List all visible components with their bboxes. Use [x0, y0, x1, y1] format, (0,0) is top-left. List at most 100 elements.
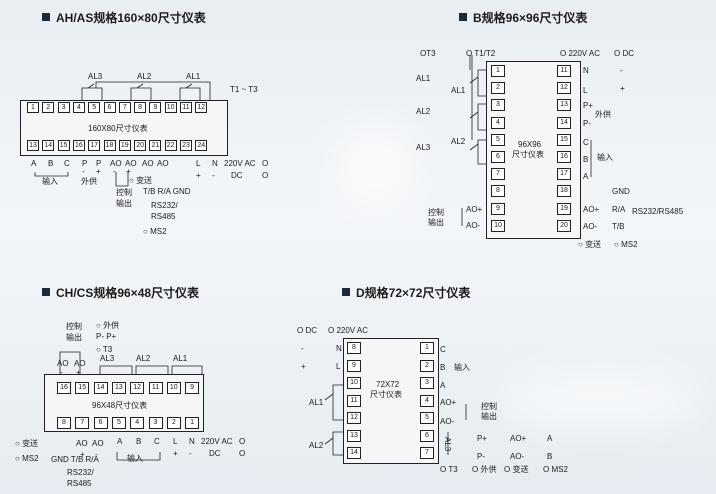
terminal-2: 2 [420, 359, 434, 372]
terminal-19: 19 [557, 202, 571, 215]
d-label-a2: A [547, 434, 553, 443]
b-label-a: A [583, 172, 589, 181]
ch-label-o1: O [239, 437, 246, 446]
terminal-6: 6 [420, 429, 434, 442]
title-square-icon [42, 288, 50, 296]
terminal-2: 2 [166, 417, 181, 429]
terminal-7: 7 [491, 168, 505, 181]
ah-label-minus: - [113, 167, 116, 176]
b-al3-switch [469, 143, 479, 151]
terminal-12: 12 [130, 382, 145, 394]
ch-ms2-text: MS2 [22, 454, 39, 463]
d-label-ms2: O MS2 [543, 465, 568, 474]
b-common-line [469, 55, 473, 140]
ah-label-ctrl: 控制 [116, 188, 132, 197]
d-label-aominus: AO- [440, 417, 455, 426]
b-top-t12: O T1/T2 [466, 49, 496, 58]
d-al2-switch [324, 437, 334, 445]
terminal-5: 5 [420, 412, 434, 424]
ah-relay-al2: AL2 [137, 72, 152, 81]
terminal-12: 12 [347, 412, 361, 424]
terminal-7: 7 [420, 447, 434, 459]
d-label-ext: O 外供 [472, 465, 497, 474]
ah-label-ao2: AO [125, 159, 137, 168]
ch-label-minus: - [60, 368, 63, 377]
ah-title-text: AH/AS规格160×80尺寸仪表 [56, 11, 206, 25]
b-al3-line [477, 139, 486, 165]
ah-label-ext: 外供 [81, 177, 97, 186]
terminal-10: 10 [164, 102, 177, 113]
ch-label-l: L [173, 437, 178, 446]
terminal-24: 24 [195, 140, 208, 151]
ah-label-input: 输入 [42, 177, 58, 186]
d-label-aominus2: AO- [510, 452, 525, 461]
b-dc-text: DC [622, 49, 635, 58]
terminal-16: 16 [72, 140, 85, 151]
title-square-icon [459, 13, 467, 21]
ah-relay-al3-contact [81, 83, 103, 100]
ch-input-bracket [116, 452, 161, 461]
terminal-11: 11 [347, 394, 361, 407]
ah-relay-common [95, 81, 211, 100]
ch-label-rs: RS232/ [67, 468, 94, 477]
d-label-power: O 220V AC [328, 326, 369, 335]
d-label-pminus: P- [477, 452, 485, 461]
b-al2-line [477, 103, 486, 131]
terminal-17: 17 [557, 168, 571, 181]
terminal-10: 10 [166, 382, 181, 394]
b-label-rs: RS232/RS485 [632, 207, 684, 216]
d-label-plus: + [301, 362, 306, 371]
ch-transmit-text: 变送 [22, 439, 39, 448]
ch-al2-bracket [135, 365, 169, 374]
terminal-15: 15 [75, 382, 90, 394]
ah-label-rs2: RS485 [151, 212, 176, 221]
terminal-16: 16 [57, 382, 71, 394]
b-label-al3: AL3 [416, 143, 431, 152]
d-al1-line [332, 384, 343, 421]
ah-title: AH/AS规格160×80尺寸仪表 [42, 9, 206, 26]
b-label-l: L [583, 86, 588, 95]
terminal-16: 16 [557, 151, 571, 163]
b-label-ms2: ○ MS2 [614, 240, 638, 249]
b-power-text: 220V AC [568, 49, 601, 58]
d-label-c: C [440, 345, 446, 354]
terminal-2: 2 [491, 82, 505, 95]
ch-label-c: C [154, 437, 160, 446]
ah-label-power: 220V AC [224, 159, 256, 168]
ah-label-rs: RS232/ [151, 201, 178, 210]
d-ext-text: 外供 [480, 465, 497, 474]
terminal-1: 1 [27, 102, 39, 113]
d-label-ctrl: 控制 [481, 402, 497, 411]
d-transmit-text: 变送 [512, 465, 529, 474]
ah-relay-al2-contact [130, 83, 152, 100]
terminal-15: 15 [57, 140, 70, 151]
b-label-gnd: GND [612, 187, 630, 196]
terminal-11: 11 [180, 102, 192, 113]
d-power-text: 220V AC [336, 326, 369, 335]
ch-label-gnd: GND T/B R/A [51, 455, 99, 464]
b-label-left-aoplus: AO+ [466, 205, 483, 214]
ah-relay-al3: AL3 [88, 72, 103, 81]
ah-label-c: C [64, 159, 70, 168]
d-label-al1: AL1 [309, 398, 324, 407]
terminal-13: 13 [27, 140, 39, 151]
ah-label-lplus: + [196, 171, 201, 180]
ah-label-nminus: - [212, 171, 215, 180]
ch-label-o2: O [239, 449, 246, 458]
d-ms2-text: MS2 [551, 465, 568, 474]
terminal-3: 3 [57, 102, 70, 113]
ch-label-plus: + [76, 368, 81, 377]
ch-box-label: 96X48尺寸仪表 [92, 401, 148, 410]
terminal-1: 1 [185, 417, 200, 429]
b-label-ext: 外供 [595, 110, 611, 119]
terminal-12: 12 [195, 102, 208, 113]
b-title-text: B规格96×96尺寸仪表 [473, 11, 588, 25]
ch-label-aob1: AO [76, 439, 88, 448]
ch-label-aob2: AO [92, 439, 104, 448]
ch-label-n: N [189, 437, 195, 446]
d-label-a: A [440, 381, 446, 390]
terminal-14: 14 [557, 116, 571, 129]
b-label-pplus: P+ [583, 101, 594, 110]
b-box-label2: 尺寸仪表 [512, 150, 544, 159]
d-label-pplus: P+ [477, 434, 488, 443]
